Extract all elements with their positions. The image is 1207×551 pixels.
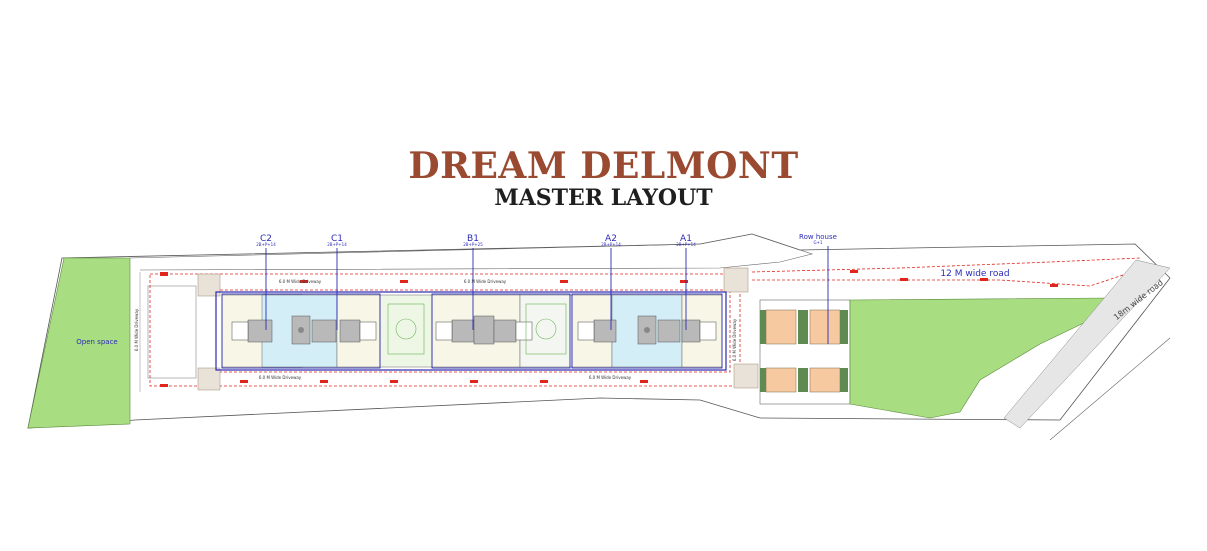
svg-text:2B+P+25: 2B+P+25	[463, 242, 483, 247]
svg-text:2B+P+14: 2B+P+14	[676, 242, 696, 247]
driveway-label-right-vertical: 6.0 M Wide Driveway	[732, 318, 737, 361]
driveway-label-bottom-right: 6.0 M Wide Driveway	[589, 375, 632, 380]
road-12m-label: 12 M wide road	[940, 269, 1009, 279]
driveway-label-bottom-left: 6.0 M Wide Driveway	[259, 375, 302, 380]
landscape-courts	[387, 303, 567, 355]
row-house-units	[765, 309, 841, 393]
driveway-label-top-left: 6.0 M Wide Driveway	[279, 279, 322, 284]
block-b1: B1 2B+P+25	[463, 234, 483, 330]
svg-text:A1: A1	[680, 234, 692, 244]
svg-text:G+1: G+1	[814, 240, 823, 245]
svg-text:2B+P+14: 2B+P+14	[256, 242, 276, 247]
podium-outline	[215, 291, 727, 371]
tower-wings	[231, 321, 717, 341]
block-row-house: Row house G+1	[799, 233, 837, 344]
svg-text:C1: C1	[331, 234, 343, 244]
driveway-arrows	[160, 270, 1058, 387]
svg-text:Row house: Row house	[799, 233, 837, 241]
block-c2: C2 2B+P+14	[256, 234, 276, 330]
page-subtitle: MASTER LAYOUT	[494, 185, 713, 211]
tower-frames	[221, 293, 723, 369]
corner-ramps	[197, 267, 759, 391]
block-c1: C1 2B+P+14	[327, 234, 347, 330]
driveway-label-left-vertical: 6.0 M Wide Driveway	[134, 308, 139, 351]
project-title: DREAM DELMONT	[408, 145, 799, 187]
open-space-label: Open space	[76, 338, 117, 346]
top-boundary-line	[129, 233, 814, 271]
block-a2: A2 2B+P+14	[601, 234, 621, 330]
block-a1: A1 2B+P+14	[676, 234, 696, 330]
driveway-label-top-mid: 6.0 M Wide Driveway	[464, 279, 507, 284]
svg-text:A2: A2	[605, 234, 617, 244]
svg-text:C2: C2	[260, 234, 272, 244]
open-space-area	[27, 257, 131, 429]
svg-text:2B+P+14: 2B+P+14	[601, 242, 621, 247]
road-18m-strip	[1003, 259, 1171, 429]
svg-text:2B+P+14: 2B+P+14	[327, 242, 347, 247]
svg-text:B1: B1	[467, 234, 479, 244]
left-parking-pad	[147, 285, 197, 379]
title-block: DREAM DELMONT MASTER LAYOUT	[0, 146, 1207, 212]
